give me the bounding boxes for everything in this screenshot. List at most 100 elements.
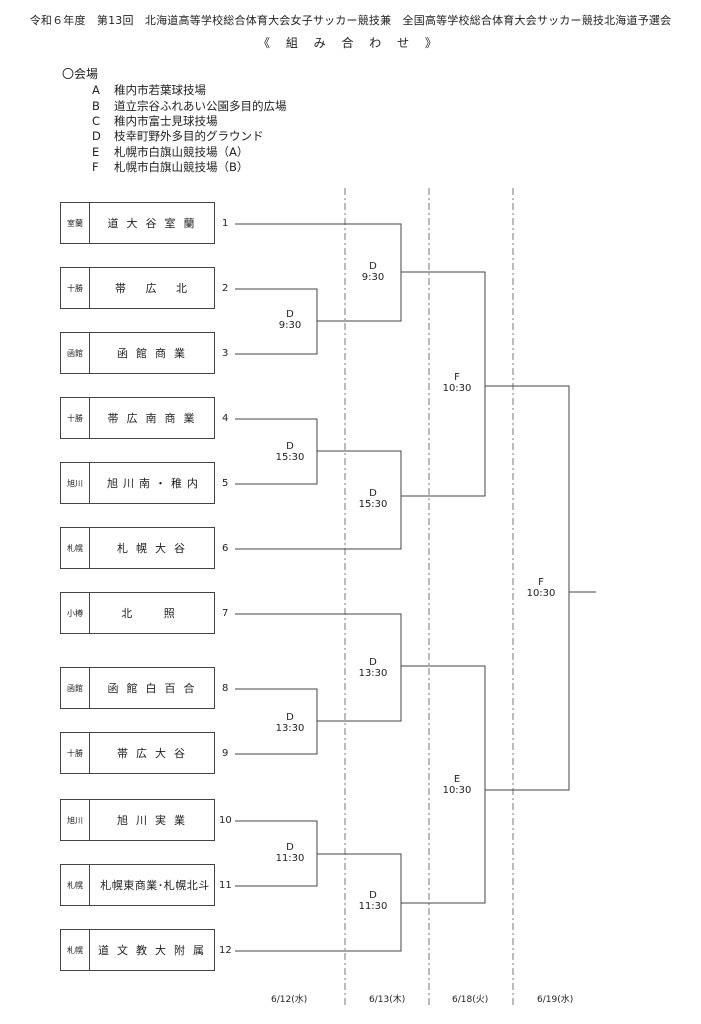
venue-code: B xyxy=(92,99,100,113)
seed-number: 3 xyxy=(222,348,229,359)
team-name: 函館白百合 xyxy=(107,682,203,695)
venue-code: C xyxy=(92,114,101,128)
team-region: 旭川 xyxy=(61,463,90,503)
match-time: 11:30 xyxy=(358,901,388,912)
seed-number: 7 xyxy=(222,608,229,619)
seed-number: 11 xyxy=(219,880,232,891)
document-title: 令和６年度 第13回 北海道高等学校総合体育大会女子サッカー競技兼 全国高等学校… xyxy=(29,14,672,27)
match-time: 13:30 xyxy=(275,723,305,734)
team-region: 旭川 xyxy=(61,800,90,840)
team-name: 札幌大谷 xyxy=(117,542,193,555)
team-name: 札幌東商業･札幌北斗 xyxy=(100,879,210,892)
team-region: 函館 xyxy=(61,333,90,373)
seed-number: 1 xyxy=(222,218,229,229)
team-region: 札幌 xyxy=(61,865,90,905)
seed-number: 9 xyxy=(222,748,229,759)
venue-code: F xyxy=(92,160,99,174)
seed-number: 12 xyxy=(219,945,232,956)
team-name: 帯広南商業 xyxy=(107,412,203,425)
team-box: 札幌道文教大附属 xyxy=(60,929,215,971)
team-box: 十勝 帯広南商業 xyxy=(60,397,215,439)
round-date: 6/19(水) xyxy=(537,995,574,1005)
match-venue: D xyxy=(369,261,377,272)
venue-code: A xyxy=(92,83,100,97)
match-time: 10:30 xyxy=(442,383,472,394)
venue-item: D 枝幸町野外多目的グラウンド xyxy=(92,128,264,144)
venue-code: E xyxy=(92,145,100,159)
team-region: 函館 xyxy=(61,668,90,708)
team-region: 十勝 xyxy=(61,398,90,438)
seed-number: 10 xyxy=(219,815,232,826)
match-venue: F xyxy=(454,372,460,383)
team-box: 旭川 旭川南・稚内 xyxy=(60,462,215,504)
match-venue: D xyxy=(286,309,294,320)
match-time: 10:30 xyxy=(526,588,556,599)
seed-number: 2 xyxy=(222,283,229,294)
team-region: 小樽 xyxy=(61,593,90,633)
round-date: 6/12(水) xyxy=(271,995,308,1005)
match-venue: D xyxy=(369,488,377,499)
seed-number: 4 xyxy=(222,413,229,424)
team-box: 十勝 帯広大谷 xyxy=(60,732,215,774)
team-box: 十勝帯 広 北 xyxy=(60,267,215,309)
team-box: 函館 函館白百合 xyxy=(60,667,215,709)
venue-name: 札幌市白旗山競技場（B） xyxy=(114,160,249,174)
match-time: 15:30 xyxy=(275,452,305,463)
round-date: 6/13(木) xyxy=(369,995,406,1005)
round-date: 6/18(火) xyxy=(452,995,489,1005)
team-box: 札幌 札幌大谷 xyxy=(60,527,215,569)
venue-item: F 札幌市白旗山競技場（B） xyxy=(92,159,248,175)
match-venue: E xyxy=(453,774,461,785)
match-venue: D xyxy=(369,890,377,901)
team-box: 旭川 旭川実業 xyxy=(60,799,215,841)
seed-number: 5 xyxy=(222,478,229,489)
team-region: 十勝 xyxy=(61,268,90,308)
team-name: 旭川南・稚内 xyxy=(107,477,203,490)
seed-number: 6 xyxy=(222,543,229,554)
match-venue: D xyxy=(286,441,294,452)
team-region: 十勝 xyxy=(61,733,90,773)
team-box: 小樽 北 照 xyxy=(60,592,215,634)
match-time: 15:30 xyxy=(358,499,388,510)
match-time: 13:30 xyxy=(358,668,388,679)
team-name: 旭川実業 xyxy=(117,814,193,827)
team-region: 札幌 xyxy=(61,528,90,568)
team-name: 北 照 xyxy=(121,607,189,620)
venue-item: C 稚内市富士見球技場 xyxy=(92,113,218,129)
team-box: 函館函館商業 xyxy=(60,332,215,374)
match-venue: D xyxy=(286,842,294,853)
match-venue: F xyxy=(538,577,544,588)
venue-name: 稚内市若葉球技場 xyxy=(114,83,206,97)
match-venue: D xyxy=(286,712,294,723)
match-venue: D xyxy=(369,657,377,668)
venue-name: 稚内市富士見球技場 xyxy=(114,114,218,128)
venue-item: B 道立宗谷ふれあい公園多目的広場 xyxy=(92,98,287,114)
match-time: 10:30 xyxy=(442,785,472,796)
venue-item: E 札幌市白旗山競技場（A） xyxy=(92,144,248,160)
document-subtitle: 《 組 み 合 わ せ 》 xyxy=(258,36,443,50)
venue-code: D xyxy=(92,129,101,143)
team-name: 道文教大附属 xyxy=(98,944,212,957)
team-box: 室蘭道大谷室蘭 xyxy=(60,202,215,244)
team-region: 札幌 xyxy=(61,930,90,970)
venue-name: 札幌市白旗山競技場（A） xyxy=(114,145,249,159)
venue-name: 道立宗谷ふれあい公園多目的広場 xyxy=(114,99,287,113)
venue-name: 枝幸町野外多目的グラウンド xyxy=(114,129,264,143)
venue-heading: 〇会場 xyxy=(62,67,99,81)
team-name: 道大谷室蘭 xyxy=(107,217,203,230)
match-time: 9:30 xyxy=(361,272,385,283)
team-name: 帯広大谷 xyxy=(117,747,193,760)
seed-number: 8 xyxy=(222,683,229,694)
